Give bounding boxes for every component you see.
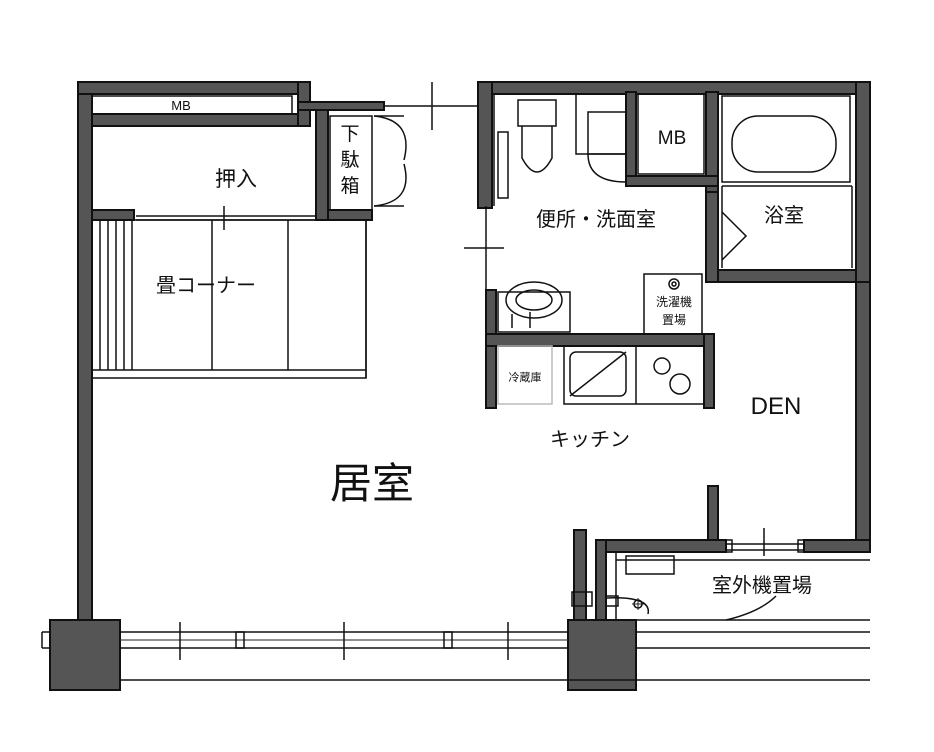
label-washer-1: 洗濯機 bbox=[656, 294, 692, 309]
label-mb-side: MB bbox=[658, 128, 687, 149]
label-living: 居室 bbox=[330, 459, 414, 508]
wall-oshiire-bottom bbox=[91, 209, 135, 221]
label-bathroom: 浴室 bbox=[764, 203, 804, 227]
wall-kitchen-top bbox=[485, 333, 715, 347]
kitchen-counter bbox=[563, 345, 705, 405]
sink bbox=[569, 351, 627, 397]
wall-right bbox=[855, 269, 871, 553]
wall-top-left bbox=[77, 81, 301, 95]
toilet-bowl bbox=[521, 126, 553, 173]
washbasin bbox=[497, 281, 571, 333]
wall-left bbox=[77, 81, 93, 631]
wall-mb-left bbox=[625, 91, 637, 185]
window-den bbox=[725, 528, 805, 556]
label-outdoor-unit: 室外機置場 bbox=[712, 573, 812, 597]
wall-bath-bottom bbox=[713, 269, 861, 283]
label-oshiire: 押入 bbox=[215, 167, 257, 191]
label-tatami: 畳コーナー bbox=[156, 273, 256, 297]
kitchen-area bbox=[497, 345, 705, 405]
washroom-area bbox=[464, 93, 703, 335]
toilet-tank bbox=[517, 99, 557, 127]
getabako-area bbox=[329, 115, 407, 211]
label-fridge: 冷蔵庫 bbox=[509, 370, 542, 384]
wall-balcony-top-right bbox=[803, 539, 871, 553]
wall-entry-stub bbox=[297, 101, 385, 111]
wall-wet-left-lower bbox=[485, 289, 497, 409]
bath-area bbox=[637, 93, 853, 268]
balcony-lines bbox=[571, 552, 870, 621]
stove-burner-2 bbox=[669, 373, 691, 395]
wall-getabako-left bbox=[315, 105, 329, 221]
label-kitchen: キッチン bbox=[550, 427, 630, 451]
stove-burner-1 bbox=[653, 357, 671, 375]
washer-box bbox=[643, 273, 703, 335]
labels: MB 押入 下 駄 箱 畳コーナー 便所・洗面室 MB 浴室 洗濯機 置場 冷蔵… bbox=[156, 98, 812, 597]
wall-balcony-top bbox=[595, 539, 727, 553]
wall-right-upper bbox=[855, 81, 871, 283]
wall-mb-bottom bbox=[625, 175, 719, 187]
wall-balcony-left bbox=[573, 529, 587, 623]
fridge bbox=[497, 345, 553, 405]
wall-kitchen-right bbox=[703, 333, 715, 409]
wall-wet-left-upper bbox=[477, 81, 493, 209]
label-getabako-3: 箱 bbox=[340, 175, 359, 197]
tatami-area bbox=[91, 219, 367, 379]
column-right bbox=[567, 619, 637, 691]
label-getabako-1: 下 bbox=[340, 123, 359, 145]
label-den: DEN bbox=[751, 393, 802, 420]
bathtub bbox=[731, 115, 837, 173]
column-left bbox=[49, 619, 121, 691]
label-toilet-washroom: 便所・洗面室 bbox=[536, 207, 656, 231]
label-mb-top: MB bbox=[171, 98, 191, 113]
label-washer-2: 置場 bbox=[662, 313, 686, 327]
entry-door bbox=[384, 82, 478, 130]
wall-oshiire-shelf bbox=[91, 113, 301, 127]
wall-bath-left bbox=[705, 191, 719, 283]
label-getabako-2: 駄 bbox=[340, 149, 359, 171]
window-bottom bbox=[41, 619, 870, 681]
walls bbox=[49, 81, 871, 691]
wall-top-right bbox=[477, 81, 871, 95]
wall-balcony-inner bbox=[595, 539, 607, 621]
